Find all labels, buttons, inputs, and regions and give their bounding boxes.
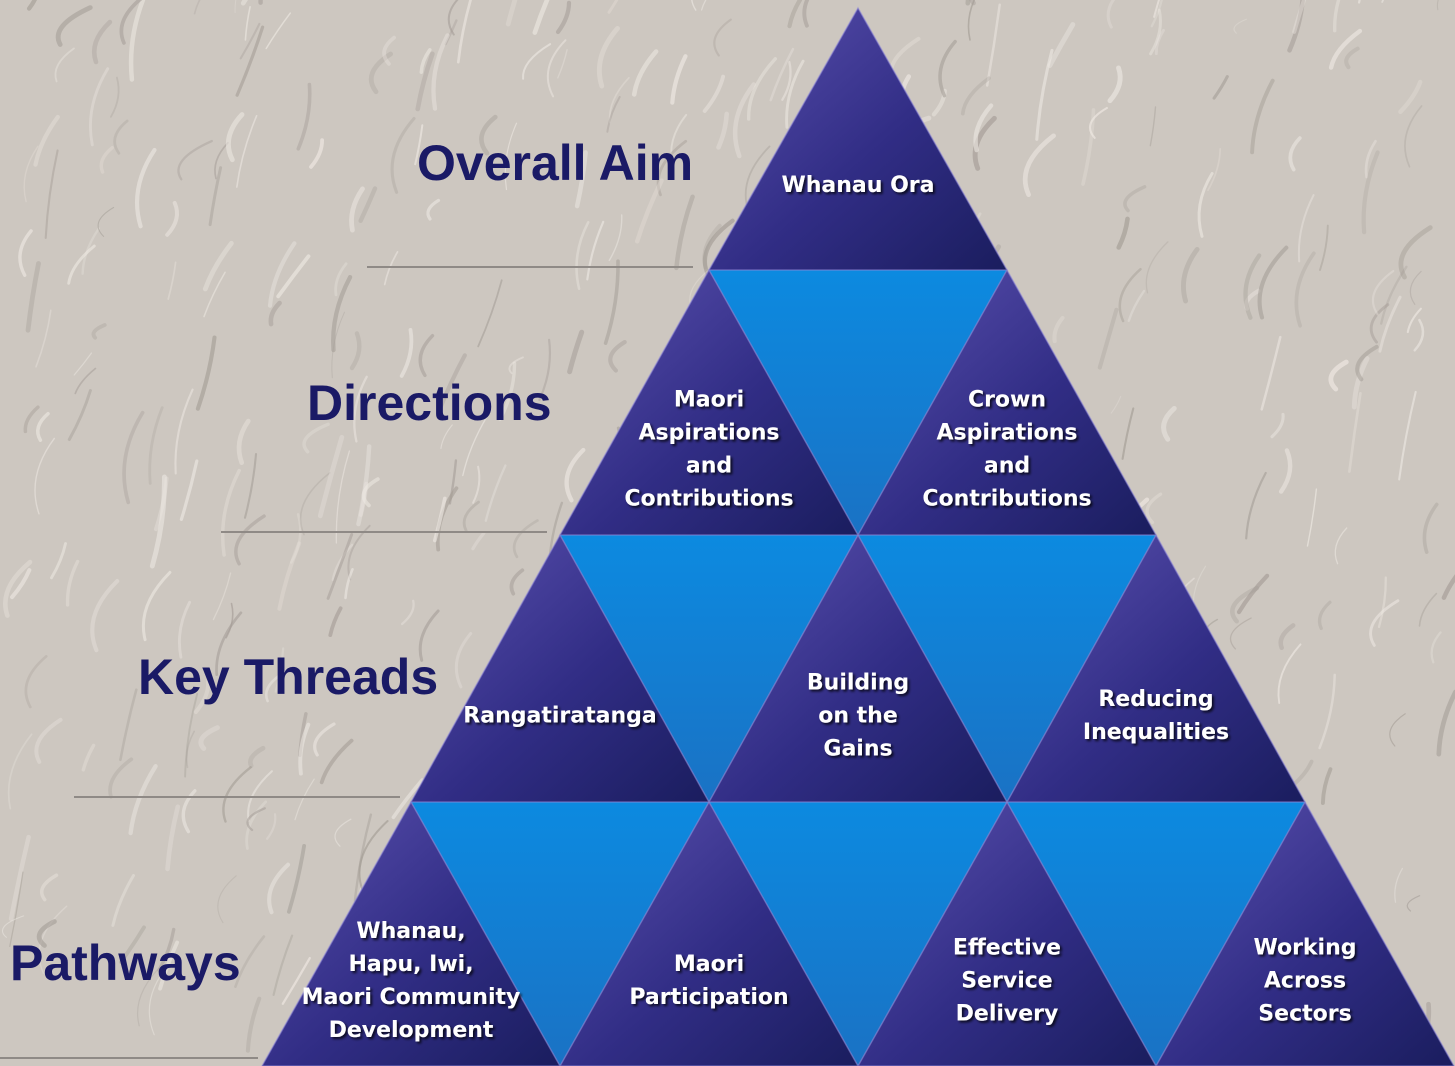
- pathways-connector-triangle-2: [709, 802, 1007, 1066]
- directions-triangle-shape: [856, 268, 1158, 536]
- pathways-triangle-shape: [857, 800, 1157, 1066]
- threads-label-2-line-3: Gains: [823, 737, 892, 762]
- divider-pathways: [0, 1057, 258, 1059]
- threads-triangle-shape: [409, 533, 711, 803]
- pathways-label-1-line-1: Whanau,: [356, 919, 465, 944]
- threads-triangle-1: Rangatiratanga: [409, 533, 711, 803]
- aim-triangle-1: Whanau Ora: [707, 6, 1009, 271]
- threads-connector-triangle-1: [560, 535, 858, 802]
- divider-key-threads: [74, 796, 400, 798]
- directions-label-2-line-4: Contributions: [922, 487, 1091, 512]
- directions-label-2-line-2: Aspirations: [936, 421, 1077, 446]
- threads-label-1: Rangatiratanga: [463, 704, 656, 729]
- threads-label-1-line-1: Rangatiratanga: [463, 704, 656, 729]
- pathways-label-1-line-4: Development: [329, 1018, 494, 1043]
- threads-triangle-shape: [707, 533, 1009, 803]
- directions-label-1-line-1: Maori: [674, 388, 744, 413]
- threads-label-2-line-1: Building: [807, 671, 909, 696]
- threads-label-2-line-2: on the: [818, 704, 898, 729]
- threads-label-3-line-2: Inequalities: [1083, 720, 1229, 745]
- pathways-label-1-line-3: Maori Community: [302, 985, 521, 1010]
- pathways-label-4-line-3: Sectors: [1258, 1002, 1351, 1027]
- pathways-connector-triangle-1: [411, 802, 709, 1066]
- directions-label-1-line-4: Contributions: [624, 487, 793, 512]
- divider-overall-aim: [367, 266, 693, 268]
- directions-label-1-line-2: Aspirations: [638, 421, 779, 446]
- pathways-connector-triangle-3: [1007, 802, 1305, 1066]
- aim-label-1: Whanau Ora: [781, 173, 934, 198]
- directions-connector-triangle-1: [709, 270, 1007, 535]
- aim-label-1-line-1: Whanau Ora: [781, 173, 934, 198]
- directions-triangle-shape: [558, 268, 860, 536]
- level-label-overall-aim: Overall Aim: [417, 135, 694, 191]
- pathways-triangle-shape: [559, 800, 859, 1066]
- pathways-label-3-line-2: Service: [961, 969, 1052, 994]
- pathways-triangle-shape: [1155, 800, 1455, 1066]
- level-label-key-threads: Key Threads: [138, 649, 439, 705]
- pathways-triangle-shape: [261, 800, 561, 1066]
- pathways-label-3-line-3: Delivery: [956, 1002, 1059, 1027]
- pathways-label-3-line-1: Effective: [953, 936, 1061, 961]
- pathways-label-2-line-1: Maori: [674, 952, 744, 977]
- aim-triangle-shape: [707, 6, 1009, 271]
- directions-label-2-line-3: and: [984, 454, 1030, 479]
- pathways-label-4-line-2: Across: [1264, 969, 1346, 994]
- threads-triangle-shape: [1005, 533, 1307, 803]
- directions-label-1-line-3: and: [686, 454, 732, 479]
- threads-connector-triangle-2: [858, 535, 1156, 802]
- pathways-label-4-line-1: Working: [1253, 936, 1356, 961]
- level-label-pathways: Pathways: [10, 935, 241, 991]
- pathways-label-1-line-2: Hapu, Iwi,: [348, 952, 473, 977]
- level-label-directions: Directions: [307, 375, 552, 431]
- pathways-label-2-line-2: Participation: [629, 985, 788, 1010]
- directions-label-2-line-1: Crown: [968, 388, 1046, 413]
- divider-directions: [221, 531, 547, 533]
- threads-label-3-line-1: Reducing: [1098, 687, 1213, 712]
